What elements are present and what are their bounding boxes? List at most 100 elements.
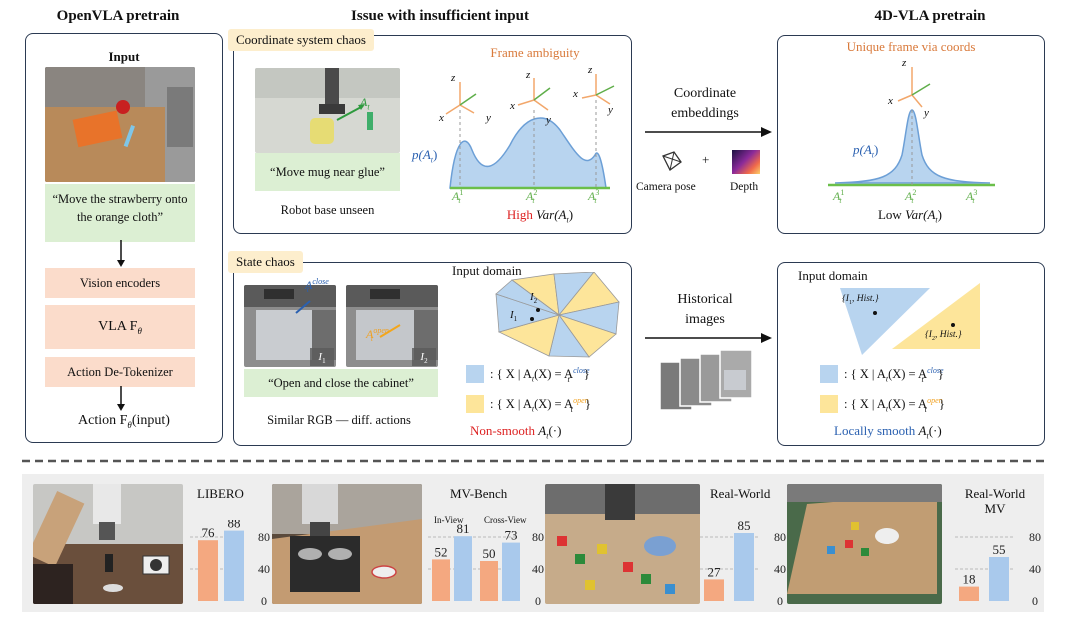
open-sup: open <box>373 326 389 335</box>
legend-close-sub1: t <box>531 374 535 384</box>
axis-x-2: x <box>510 100 515 112</box>
historical-arrow <box>645 333 772 343</box>
unique-p-end: ) <box>874 142 879 157</box>
bar <box>198 540 218 601</box>
set2-end: , Hist.} <box>934 330 962 340</box>
pinwheel-I2: I2 <box>530 291 537 305</box>
action-suffix: (input) <box>131 413 170 428</box>
peak-label-2: A2t <box>526 188 537 205</box>
open-region <box>892 283 980 349</box>
y-tick-label: 0 <box>777 594 783 605</box>
realworld-mv-title: Real-World MV <box>950 486 1040 516</box>
bar-value-label: 73 <box>505 528 518 543</box>
low-var-text: Var(A <box>905 207 936 222</box>
frame-2-green <box>533 87 551 101</box>
realworld-mv-photo <box>787 484 942 604</box>
y-tick-label: 0 <box>535 594 541 605</box>
unique-peak-1-sup: 1 <box>840 188 845 197</box>
depth-map-icon <box>732 150 760 174</box>
img2-I: I <box>420 351 425 363</box>
historical-line1: Historical <box>677 292 733 307</box>
header-issue: Issue with insufficient input <box>351 8 529 24</box>
vla-box: VLA Fθ <box>45 305 195 349</box>
bar-value-label: 85 <box>738 520 751 533</box>
y-tick-label: 80 <box>532 530 544 544</box>
pinwheel-I1-text: I <box>510 309 514 321</box>
frame-3-green <box>595 85 615 96</box>
close-action-label: Acloset <box>305 277 329 295</box>
high-var-label: High Var(At) <box>470 207 610 225</box>
set1-end: , Hist.} <box>851 294 879 304</box>
unique-peak-2-sub: t <box>911 196 914 206</box>
pinwheel-I1-sub: 1 <box>513 315 518 324</box>
bar-value-label: 76 <box>202 525 216 540</box>
local-domain-regions <box>840 283 980 355</box>
unique-peak-2-sup: 2 <box>912 188 917 197</box>
section-divider <box>22 459 1046 463</box>
plus-sign: + <box>702 152 710 167</box>
local-close-sub2: t <box>921 374 924 384</box>
y-tick-label: 80 <box>258 530 270 544</box>
unique-frame-title: Unique frame via coords <box>846 39 976 54</box>
local-legend-open-swatch <box>820 395 838 413</box>
local-open-end: } <box>938 397 945 412</box>
realworld-title: Real-World <box>710 486 771 501</box>
instruction-cabinet: “Open and close the cabinet” <box>244 369 438 397</box>
camera-pose-label: Camera pose <box>636 181 696 193</box>
action-output: Action Fθ(input) <box>25 413 223 430</box>
vision-encoders-box: Vision encoders <box>45 268 195 298</box>
local-open-sup: open <box>927 396 943 405</box>
unique-axis-x: x <box>888 95 893 107</box>
depth-label: Depth <box>730 181 759 193</box>
coord-chaos-tag: Coordinate system chaos <box>228 29 374 51</box>
local-open-sub1: t <box>885 404 889 414</box>
legend-close-eq: (X) = A <box>534 367 574 382</box>
detokenizer-box: Action De-Tokenizer <box>45 357 195 387</box>
pinwheel-I2-text: I <box>530 291 534 303</box>
img2-sub: 2 <box>424 357 428 366</box>
set1-sub: 1 <box>848 299 852 306</box>
peak-2-A: A <box>526 189 534 203</box>
set2-text: {I <box>925 330 932 340</box>
bar <box>989 557 1009 601</box>
action-sub: θ <box>127 419 132 430</box>
p-label-text: p(A <box>412 147 431 162</box>
unique-p-text: p(A <box>853 142 872 157</box>
p-label-sub: t <box>430 155 434 165</box>
pinwheel-I2-sub: 2 <box>533 297 538 306</box>
unique-peak-1-A: A <box>833 189 841 203</box>
unique-axis-y: y <box>924 107 929 119</box>
unique-peak-3-A: A <box>966 189 974 203</box>
non-smooth-label: Non-smooth At(·) <box>470 423 561 441</box>
y-tick-label: 80 <box>1029 530 1041 544</box>
frame-3-axes <box>581 74 611 105</box>
bar <box>704 579 724 601</box>
local-close-end: } <box>937 367 944 382</box>
unique-axis-z: z <box>902 57 907 69</box>
kitchen-photo <box>45 67 195 182</box>
similar-rgb-caption: Similar RGB — diff. actions <box>267 413 411 427</box>
state-domain-title: Input domain <box>452 263 522 278</box>
locally-smooth-label: Locally smooth At(·) <box>834 423 942 441</box>
frame-ambiguity-plot <box>445 74 615 190</box>
low-var-label: Low Var(At) <box>840 207 980 225</box>
non-smooth-prefix: Non-smooth <box>470 423 535 438</box>
close-sub: t <box>306 285 310 295</box>
unique-p-sub: t <box>871 150 875 160</box>
instruction-strawberry: “Move the strawberry onto the orange clo… <box>45 184 195 242</box>
mug-action-A: A <box>360 95 368 109</box>
bar <box>959 586 979 601</box>
set2-sub: 2 <box>931 335 935 342</box>
local-close-sub1: t <box>885 374 889 384</box>
frame-ambiguity-title: Frame ambiguity <box>490 45 580 60</box>
mvbench-title: MV-Bench <box>450 486 508 501</box>
img1-sub: 1 <box>322 357 326 366</box>
mvbench-cat-inview: In-View <box>434 515 464 525</box>
p-label-end: ) <box>433 147 438 162</box>
axis-z-3: z <box>588 64 593 76</box>
bar <box>502 542 520 601</box>
open-A: A <box>366 327 374 341</box>
low-var-prefix: Low <box>877 207 902 222</box>
